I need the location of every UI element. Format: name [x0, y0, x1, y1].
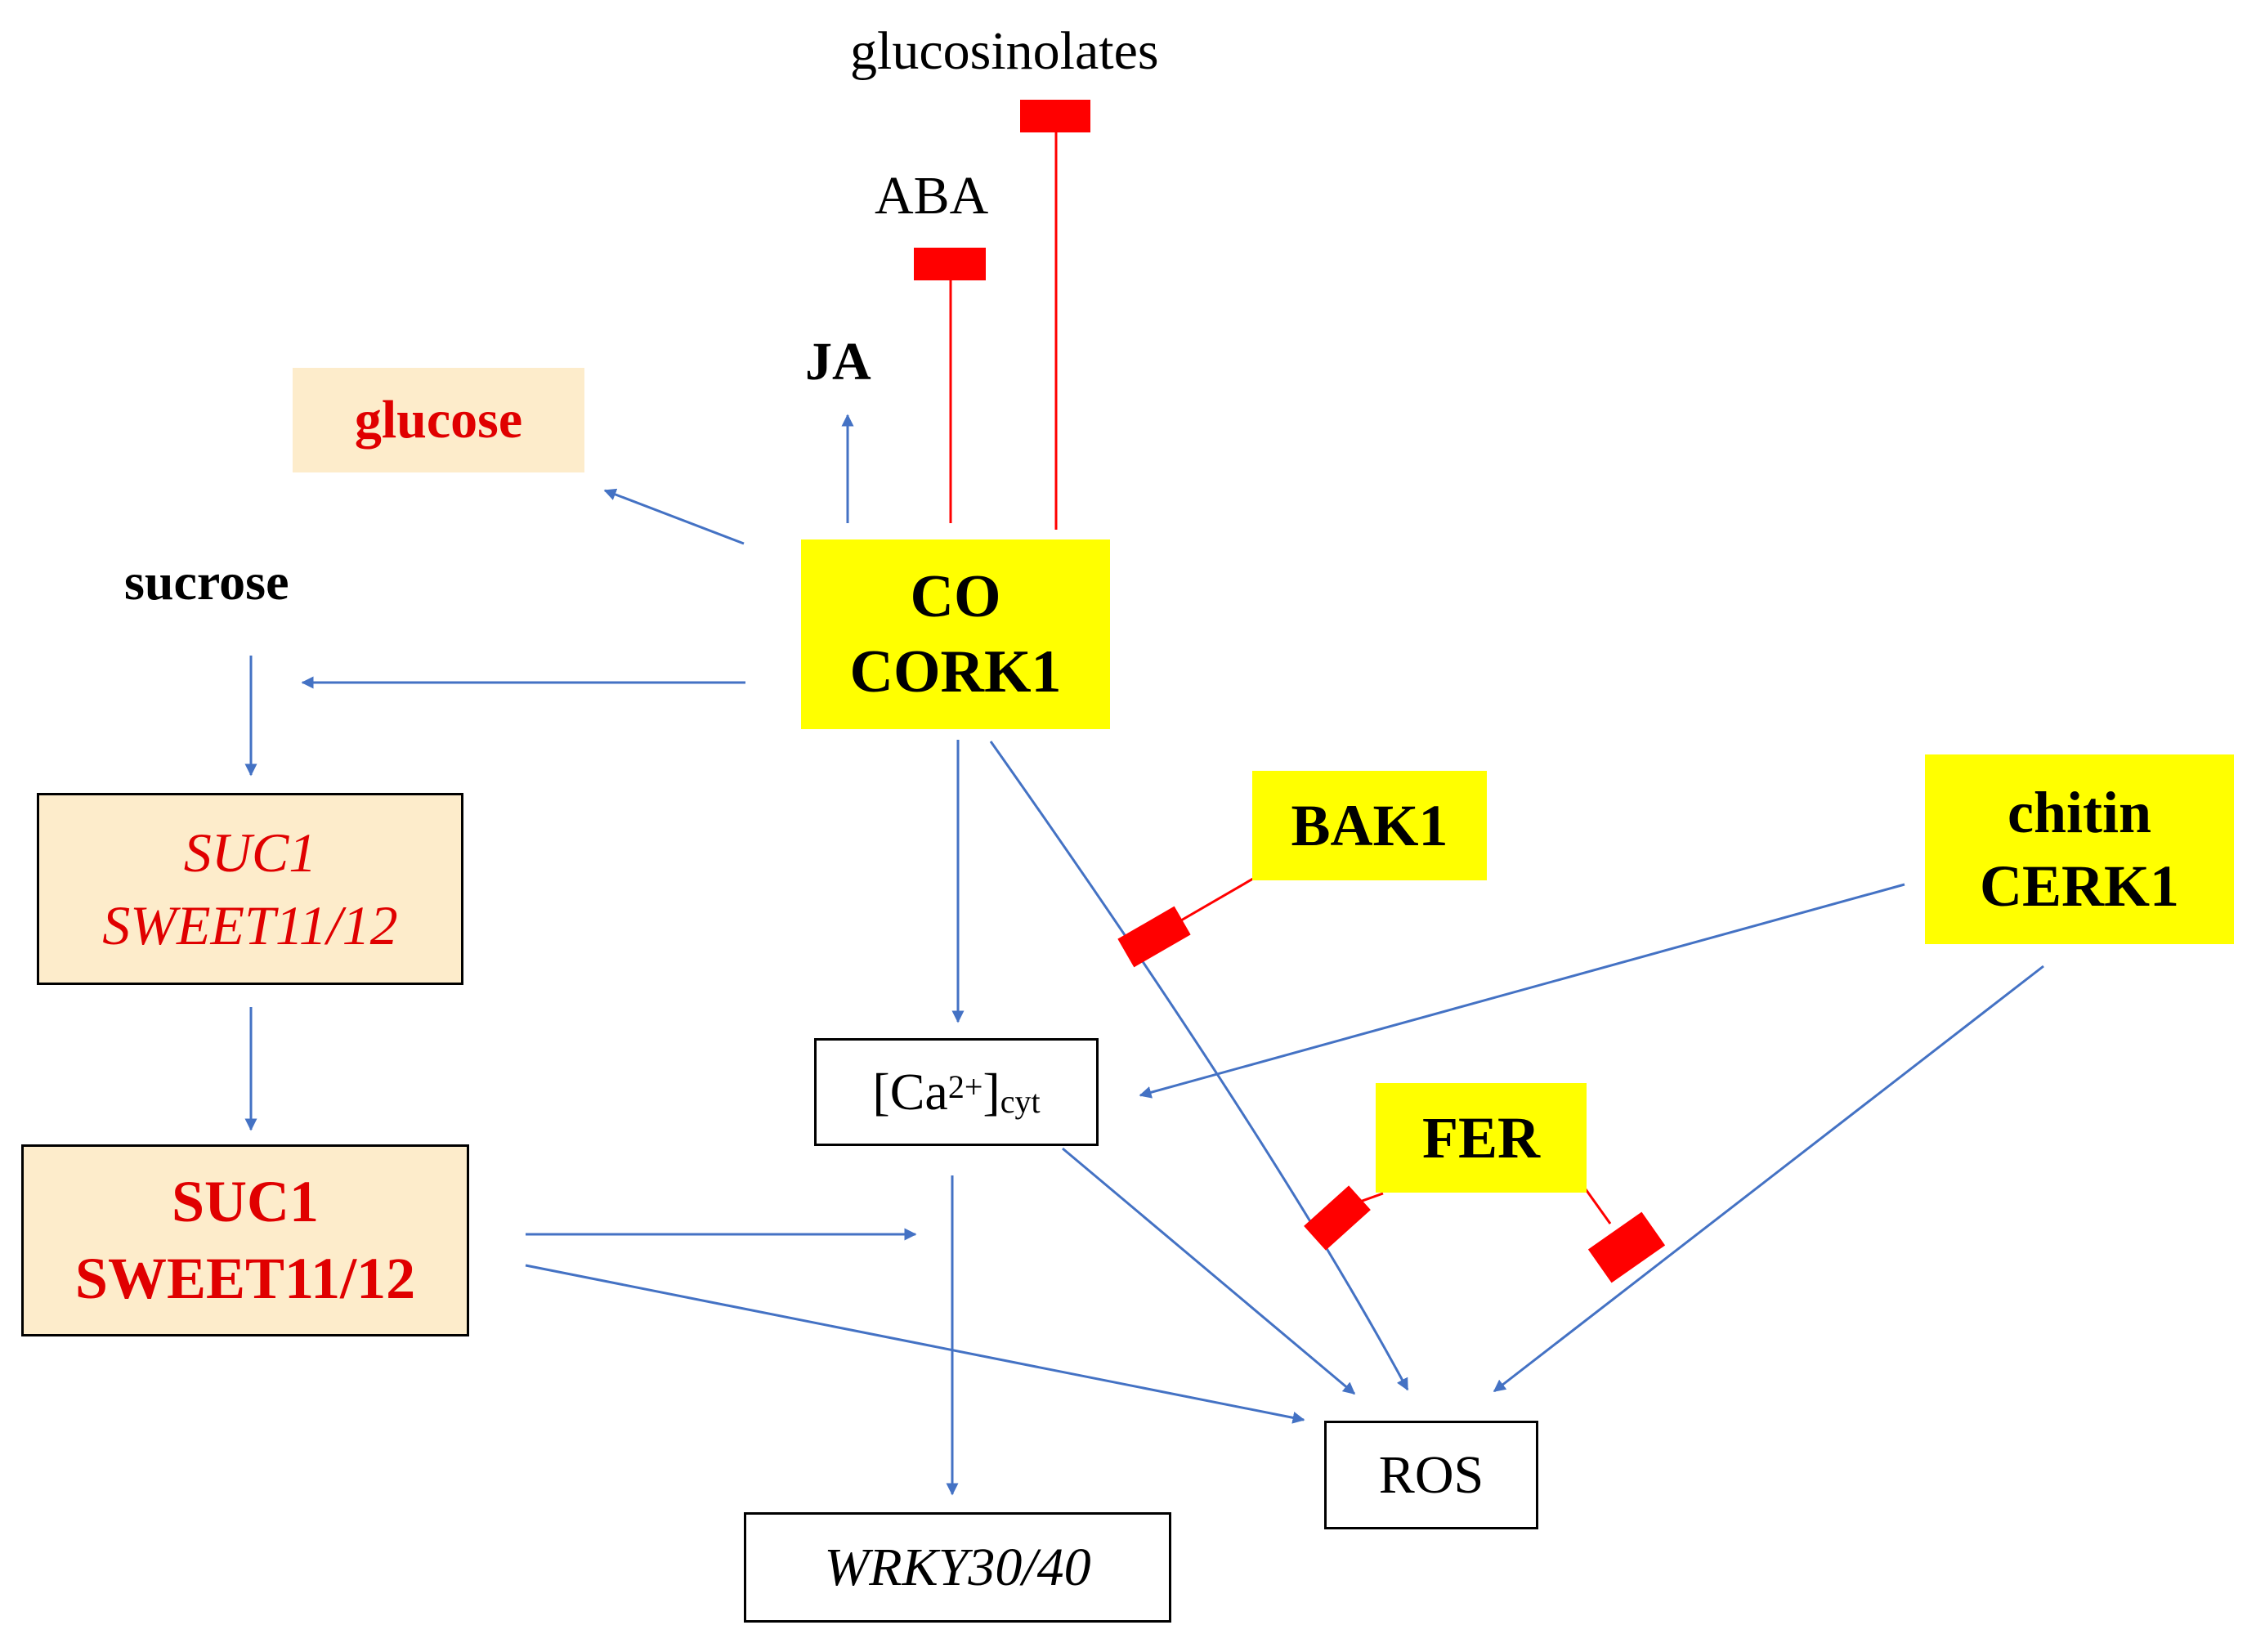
cork1-label: CORK1	[849, 638, 1062, 705]
co-cork1-box: CO CORK1	[801, 539, 1110, 729]
aba-label: ABA	[875, 166, 989, 226]
glucose-box: glucose	[293, 368, 584, 472]
fer-box: FER	[1376, 1083, 1587, 1193]
suc1-protein-label: SUC1	[171, 1168, 320, 1234]
arrow-calcium-to-ros	[1062, 1147, 1356, 1395]
ros-label: ROS	[1378, 1444, 1484, 1505]
sweet-protein-label: SWEET11/12	[74, 1245, 416, 1311]
glucose-label: glucose	[354, 390, 523, 450]
arrow-chitin-to-ros	[1493, 965, 2044, 1393]
wrky-box: WRKY30/40	[744, 1512, 1171, 1623]
arrow-suc1-to-ros	[525, 1264, 1305, 1424]
suc1-gene-label: SUC1	[183, 822, 317, 884]
cerk1-label: CERK1	[1979, 853, 2180, 919]
calcium-cyt: cyt	[1000, 1083, 1041, 1120]
bak1-label: BAK1	[1291, 792, 1448, 858]
calcium-charge: 2+	[947, 1068, 983, 1105]
inhibition-line-bak1	[1175, 871, 1264, 925]
inhibition-bar-bak1	[1117, 906, 1191, 968]
calcium-label: [Ca	[872, 1062, 948, 1121]
inhibition-bar-aba	[914, 248, 986, 280]
arrow-co-to-ros	[989, 741, 1409, 1391]
ja-label: JA	[805, 332, 871, 392]
bak1-box: BAK1	[1252, 771, 1487, 880]
suc1-sweet-proteins-box: SUC1 SWEET11/12	[21, 1144, 469, 1336]
chitin-cerk1-box: chitin CERK1	[1925, 754, 2234, 944]
fer-label: FER	[1422, 1104, 1540, 1171]
chitin-label: chitin	[2007, 780, 2152, 845]
co-label: CO	[910, 562, 1001, 630]
inhibition-bar-fer-right	[1587, 1211, 1666, 1283]
glucosinolates-label: glucosinolates	[850, 21, 1159, 81]
sucrose-label: sucrose	[124, 553, 289, 611]
ros-box: ROS	[1324, 1421, 1538, 1529]
arrow-chitin-to-calcium	[1139, 883, 1905, 1099]
inhibition-bar-fer-left	[1304, 1185, 1371, 1251]
arrow-co-to-glucose	[603, 488, 745, 545]
sweet-gene-label: SWEET11/12	[102, 893, 398, 956]
calcium-bracket: ]	[983, 1062, 1000, 1121]
inhibition-bar-glucosinolates	[1020, 100, 1090, 132]
wrky-label: WRKY30/40	[824, 1537, 1091, 1597]
suc1-sweet-genes-box: SUC1 SWEET11/12	[37, 793, 463, 985]
